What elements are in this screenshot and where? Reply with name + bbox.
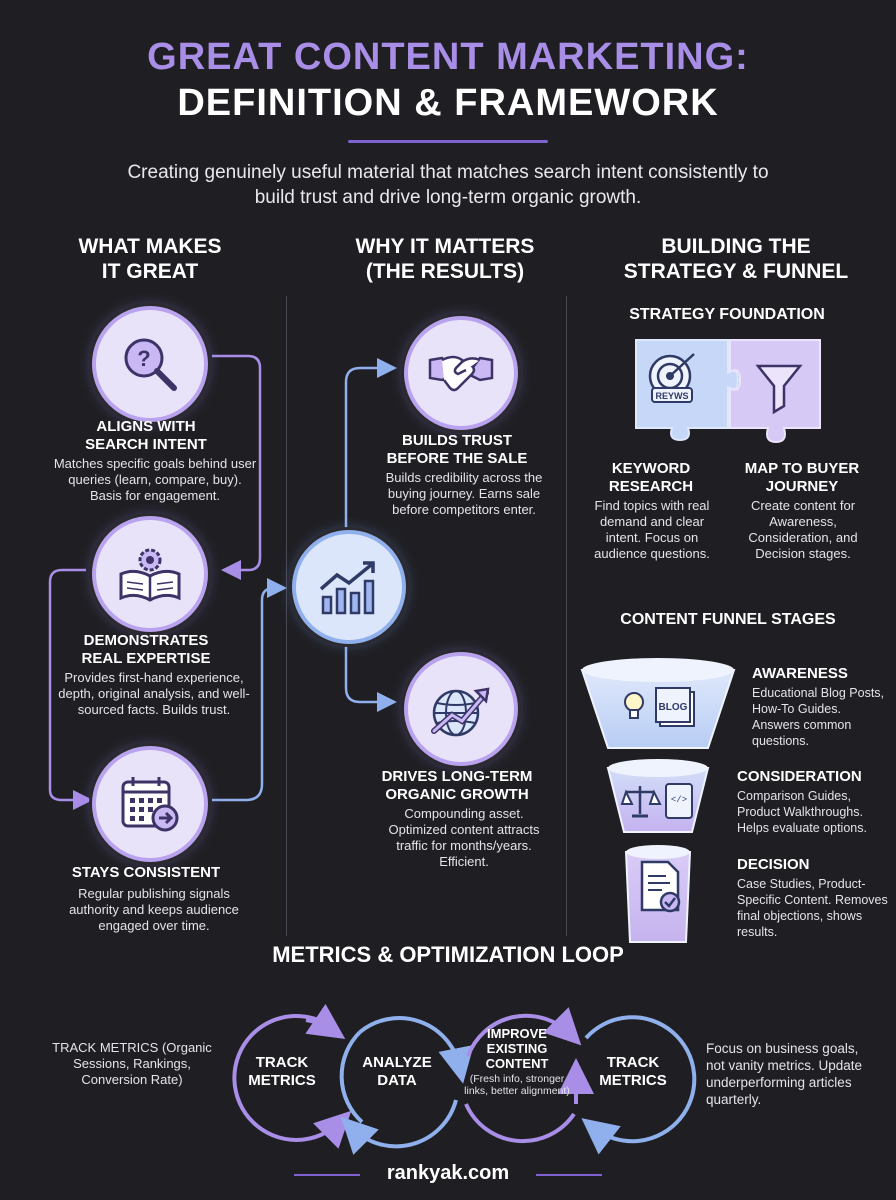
metrics-right-note: Focus on business goals, not vanity metr… bbox=[706, 1041, 863, 1107]
stage-awareness-title: AWARENESS bbox=[752, 665, 848, 682]
item-growth-title-1: DRIVES LONG-TERM bbox=[381, 768, 533, 785]
question-magnifier-icon: ? bbox=[92, 306, 208, 422]
loop-improve-content-line-1: IMPROVE bbox=[487, 1026, 547, 1041]
item-trust-title: BUILDS TRUST BEFORE THE SALE bbox=[360, 432, 554, 468]
column-heading-matters: WHY IT MATTERS (THE RESULTS) bbox=[320, 234, 570, 284]
buyer-journey-title-1: MAP TO BUYER bbox=[744, 460, 860, 477]
svg-text:?: ? bbox=[137, 346, 150, 371]
lightbulb-blog-icon: BLOG bbox=[624, 687, 695, 727]
keyword-research-title-2: RESEARCH bbox=[608, 478, 694, 495]
funnel-heading: CONTENT FUNNEL STAGES bbox=[620, 611, 836, 628]
column-divider-right bbox=[566, 296, 567, 936]
loop-improve-content-sub: (Fresh info, stronger links, better alig… bbox=[464, 1073, 570, 1097]
loop-track-metrics-1-line-2: METRICS bbox=[248, 1072, 316, 1089]
item-growth-text: Compounding asset. Optimized content att… bbox=[388, 806, 540, 869]
loop-track-metrics-2-line-2: METRICS bbox=[599, 1072, 667, 1089]
column-heading-matters-line-1: WHY IT MATTERS bbox=[355, 235, 535, 258]
column-heading-great-line-2: IT GREAT bbox=[101, 260, 199, 283]
footer-site-link[interactable]: rankyak.com bbox=[386, 1162, 510, 1184]
item-expertise-title-2: REAL EXPERTISE bbox=[81, 650, 211, 667]
footer-rule-right bbox=[536, 1174, 602, 1176]
item-expertise-title: DEMONSTRATES REAL EXPERTISE bbox=[48, 632, 244, 668]
loop-analyze-data: ANALYZE DATA bbox=[342, 1054, 452, 1090]
buyer-journey-title: MAP TO BUYER JOURNEY bbox=[728, 460, 876, 496]
column-divider-left bbox=[286, 296, 287, 936]
item-trust-title-1: BUILDS TRUST bbox=[402, 432, 512, 449]
item-aligns-title: ALIGNS WITH SEARCH INTENT bbox=[48, 418, 244, 454]
stage-consideration-text: Comparison Guides, Product Walkthroughs.… bbox=[737, 789, 867, 835]
column-heading-great: WHAT MAKES IT GREAT bbox=[40, 234, 260, 284]
document-check-icon bbox=[640, 860, 681, 913]
item-consistent-title: STAYS CONSISTENT bbox=[71, 864, 221, 881]
item-trust-title-2: BEFORE THE SALE bbox=[386, 450, 528, 467]
loop-analyze-data-line-1: ANALYZE bbox=[362, 1054, 432, 1071]
item-aligns-title-1: ALIGNS WITH bbox=[96, 418, 196, 435]
column-heading-great-line-1: WHAT MAKES bbox=[78, 235, 222, 258]
item-aligns-title-2: SEARCH INTENT bbox=[85, 436, 207, 453]
stage-decision-text: Case Studies, Product-Specific Content. … bbox=[737, 877, 888, 939]
loop-track-metrics-2: TRACK METRICS bbox=[578, 1054, 688, 1090]
buyer-journey-text: Create content for Awareness, Considerat… bbox=[748, 498, 858, 561]
subtitle: Creating genuinely useful material that … bbox=[127, 162, 769, 208]
item-consistent-text: Regular publishing signals authority and… bbox=[69, 886, 239, 933]
title-line-2: DEFINITION & FRAMEWORK bbox=[177, 82, 719, 124]
loop-track-metrics-1: TRACK METRICS bbox=[226, 1054, 338, 1090]
title-divider bbox=[348, 140, 548, 143]
column-heading-strategy-line-2: STRATEGY & FUNNEL bbox=[623, 260, 849, 283]
column-heading-strategy: BUILDING THE STRATEGY & FUNNEL bbox=[596, 234, 876, 284]
item-growth-title: DRIVES LONG-TERM ORGANIC GROWTH bbox=[360, 768, 554, 804]
stage-awareness-text: Educational Blog Posts, How-To Guides. A… bbox=[752, 686, 885, 748]
keyword-research-text: Find topics with real demand and clear i… bbox=[594, 498, 710, 561]
optimization-loop-rings bbox=[232, 1003, 697, 1155]
svg-text:</>: </> bbox=[671, 795, 687, 805]
loop-improve-content-line-3: CONTENT bbox=[485, 1056, 549, 1071]
blog-label: BLOG bbox=[659, 702, 688, 713]
scale-code-icon: </> bbox=[620, 783, 693, 819]
title-line-1: GREAT CONTENT MARKETING: bbox=[147, 36, 749, 78]
growth-chart-icon bbox=[292, 530, 406, 644]
puzzle-icon: REYWS bbox=[635, 339, 821, 444]
strategy-foundation-heading: STRATEGY FOUNDATION bbox=[629, 306, 825, 323]
footer-rule-left bbox=[294, 1174, 360, 1176]
loop-track-metrics-2-line-1: TRACK bbox=[606, 1054, 660, 1071]
stage-decision-title: DECISION bbox=[737, 856, 810, 873]
buyer-journey-title-2: JOURNEY bbox=[765, 478, 839, 495]
book-gear-icon bbox=[92, 516, 208, 632]
calendar-arrow-icon bbox=[92, 746, 208, 862]
metrics-heading: METRICS & OPTIMIZATION LOOP bbox=[272, 942, 624, 967]
item-expertise-text: Provides first-hand experience, depth, o… bbox=[58, 670, 250, 717]
handshake-icon bbox=[404, 316, 518, 430]
loop-track-metrics-1-line-1: TRACK bbox=[255, 1054, 309, 1071]
keyword-research-title: KEYWORD RESEARCH bbox=[588, 460, 714, 496]
metrics-left-note: TRACK METRICS (Organic Sessions, Ranking… bbox=[52, 1040, 212, 1087]
item-growth-title-2: ORGANIC GROWTH bbox=[385, 786, 529, 803]
loop-analyze-data-line-2: DATA bbox=[377, 1072, 417, 1089]
item-aligns-text: Matches specific goals behind user queri… bbox=[53, 456, 257, 503]
column-heading-matters-line-2: (THE RESULTS) bbox=[365, 260, 525, 283]
loop-improve-content: IMPROVE EXISTING CONTENT (Fresh info, st… bbox=[462, 1026, 572, 1097]
globe-growth-icon bbox=[404, 652, 518, 766]
loop-improve-content-line-2: EXISTING bbox=[486, 1041, 548, 1056]
item-trust-text: Builds credibility across the buying jou… bbox=[385, 470, 543, 517]
column-heading-strategy-line-1: BUILDING THE bbox=[661, 235, 811, 258]
item-expertise-title-1: DEMONSTRATES bbox=[83, 632, 209, 649]
stage-consideration-title: CONSIDERATION bbox=[737, 768, 862, 785]
puzzle-label: REYWS bbox=[655, 391, 688, 401]
keyword-research-title-1: KEYWORD bbox=[611, 460, 691, 477]
